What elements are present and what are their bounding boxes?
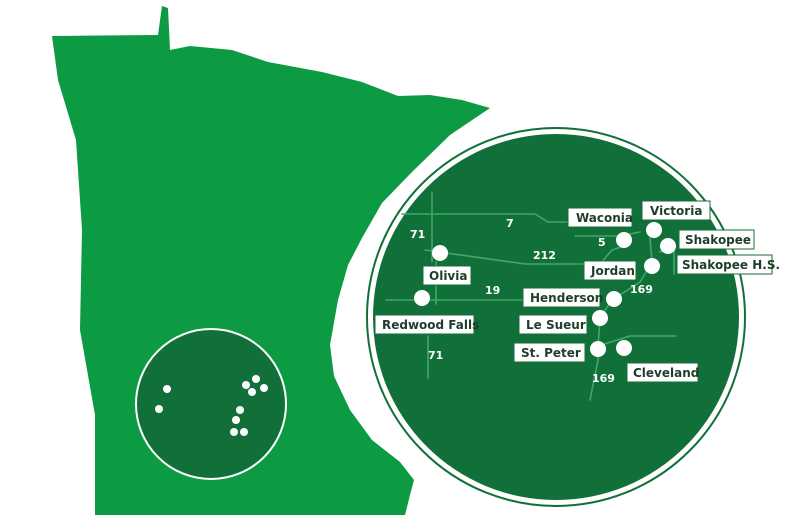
city-labels: Waconia Victoria Shakopee Shakopee H.S. … bbox=[374, 200, 780, 383]
mini-marker bbox=[230, 428, 238, 436]
label-redwood-falls[interactable]: Redwood Falls bbox=[374, 314, 479, 335]
mini-marker bbox=[232, 416, 240, 424]
label-st-peter[interactable]: St. Peter bbox=[513, 342, 586, 363]
svg-text:Cleveland: Cleveland bbox=[633, 366, 699, 380]
marker-cleveland[interactable] bbox=[616, 340, 632, 356]
road-east-west-south bbox=[597, 335, 677, 347]
marker-olivia[interactable] bbox=[432, 245, 448, 261]
city-markers bbox=[414, 222, 676, 357]
svg-text:Jordan: Jordan bbox=[590, 264, 635, 278]
marker-henderson[interactable] bbox=[606, 291, 622, 307]
marker-jordan[interactable] bbox=[644, 258, 660, 274]
zoom-inset-ring bbox=[366, 127, 746, 507]
route-labels: 7 71 212 5 19 169 71 169 bbox=[410, 217, 653, 385]
svg-text:Olivia: Olivia bbox=[429, 269, 467, 283]
label-henderson[interactable]: Henderson bbox=[522, 287, 603, 308]
mini-marker bbox=[260, 384, 268, 392]
small-inset-markers bbox=[155, 375, 268, 436]
route-label-7: 7 bbox=[506, 217, 514, 230]
route-label-169-south: 169 bbox=[592, 372, 615, 385]
svg-text:Victoria: Victoria bbox=[650, 204, 702, 218]
svg-text:Shakopee: Shakopee bbox=[685, 233, 751, 247]
small-inset-circle bbox=[135, 328, 287, 480]
svg-text:Shakopee H.S.: Shakopee H.S. bbox=[682, 258, 780, 272]
svg-text:Waconia: Waconia bbox=[576, 211, 633, 225]
mini-marker bbox=[252, 375, 260, 383]
label-jordan[interactable]: Jordan bbox=[583, 260, 637, 281]
route-label-169-north: 169 bbox=[630, 283, 653, 296]
svg-text:Redwood Falls: Redwood Falls bbox=[382, 318, 479, 332]
label-waconia[interactable]: Waconia bbox=[567, 207, 633, 228]
label-le-sueur[interactable]: Le Sueur bbox=[518, 314, 588, 335]
marker-shakopee[interactable] bbox=[660, 238, 676, 254]
mini-marker bbox=[163, 385, 171, 393]
label-olivia[interactable]: Olivia bbox=[422, 265, 472, 286]
route-label-212: 212 bbox=[533, 249, 556, 262]
svg-text:Henderson: Henderson bbox=[530, 291, 603, 305]
route-label-71-south: 71 bbox=[428, 349, 443, 362]
mini-marker bbox=[155, 405, 163, 413]
svg-text:St. Peter: St. Peter bbox=[521, 346, 581, 360]
route-label-19: 19 bbox=[485, 284, 500, 297]
marker-victoria[interactable] bbox=[646, 222, 662, 238]
label-victoria[interactable]: Victoria bbox=[641, 200, 711, 221]
marker-le-sueur[interactable] bbox=[592, 310, 608, 326]
route-label-5: 5 bbox=[598, 236, 606, 249]
marker-waconia[interactable] bbox=[616, 232, 632, 248]
label-shakopee-hs[interactable]: Shakopee H.S. bbox=[676, 254, 780, 275]
marker-redwood-falls[interactable] bbox=[414, 290, 430, 306]
mini-marker bbox=[240, 428, 248, 436]
mini-marker bbox=[236, 406, 244, 414]
label-shakopee[interactable]: Shakopee bbox=[678, 229, 755, 250]
mini-marker bbox=[248, 388, 256, 396]
label-cleveland[interactable]: Cleveland bbox=[626, 362, 699, 383]
mini-marker bbox=[242, 381, 250, 389]
marker-st-peter[interactable] bbox=[590, 341, 606, 357]
route-label-71-north: 71 bbox=[410, 228, 425, 241]
svg-text:Le Sueur: Le Sueur bbox=[526, 318, 586, 332]
